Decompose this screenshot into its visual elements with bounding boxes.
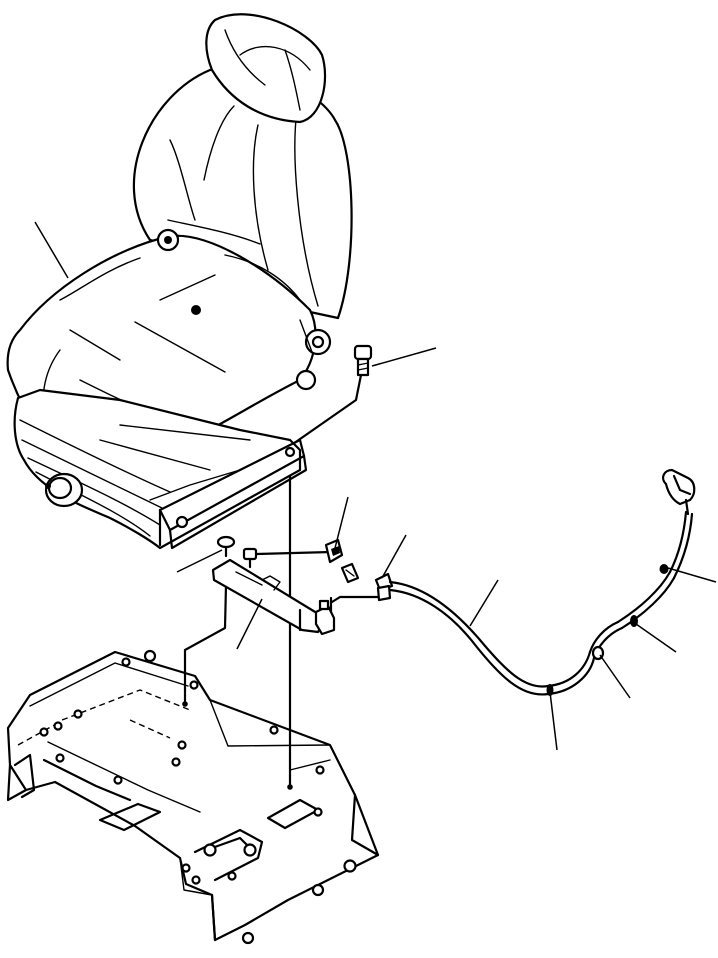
mounting-hole bbox=[39, 649, 357, 945]
seat-belt-switch-bracket bbox=[211, 558, 327, 634]
harness-clamp bbox=[546, 564, 669, 696]
seat-mounting-base bbox=[6, 649, 380, 945]
screw bbox=[216, 535, 236, 558]
seat-slide-rail bbox=[13, 388, 308, 550]
recliner-pivot bbox=[156, 228, 332, 391]
seat-adjust-knob bbox=[44, 472, 84, 508]
mounting-bolt bbox=[353, 344, 373, 377]
callout-leader bbox=[34, 221, 717, 751]
small-bolt bbox=[242, 547, 258, 569]
connector bbox=[340, 562, 360, 584]
headrest bbox=[205, 13, 327, 124]
wiring-harness bbox=[374, 468, 696, 696]
operator-seat bbox=[6, 13, 353, 550]
switch bbox=[314, 599, 336, 636]
